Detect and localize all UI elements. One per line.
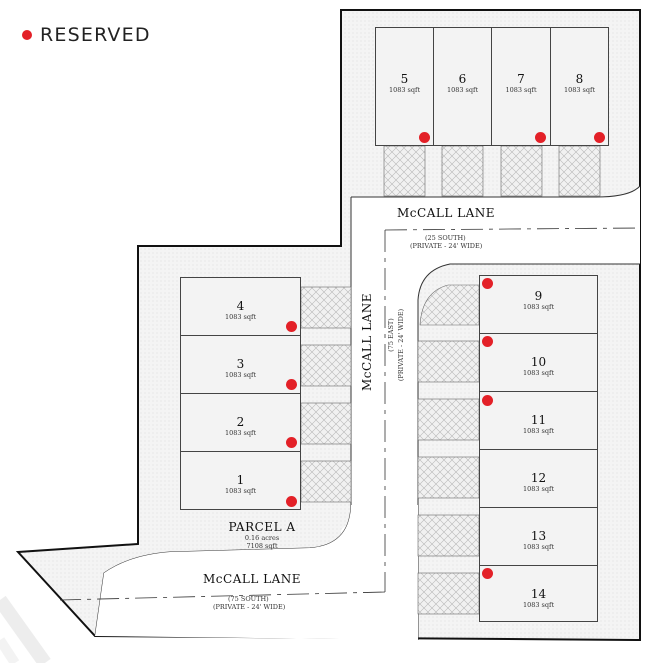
parking-pads [300, 145, 601, 615]
street-address-north: (25 SOUTH) [425, 234, 466, 242]
reserved-marker-lot-10 [482, 336, 493, 347]
lot-number: 4 [236, 299, 245, 313]
adjacent-road [0, 595, 51, 663]
lot-4[interactable]: 4 1083 sqft [180, 277, 301, 336]
lot-number: 14 [530, 587, 547, 601]
street-note-south: (PRIVATE - 24' WIDE) [213, 603, 286, 611]
lot-number: 13 [530, 529, 547, 543]
lot-number: 3 [236, 357, 245, 371]
street-name-south: McCALL LANE [203, 572, 302, 586]
lot-number: 11 [530, 413, 547, 427]
reserved-dot-icon [22, 30, 32, 40]
street-address-vertical: (75 EAST) [387, 318, 395, 352]
parcel-acres: 0.16 acres [244, 534, 280, 542]
lot-8[interactable]: 8 1083 sqft [550, 27, 609, 146]
lot-number: 6 [458, 72, 467, 86]
lot-12[interactable]: 12 1083 sqft [479, 449, 598, 508]
lot-area: 1083 sqft [224, 371, 257, 379]
reserved-marker-lot-11 [482, 395, 493, 406]
lot-area: 1083 sqft [224, 313, 257, 321]
reserved-marker-lot-7 [535, 132, 546, 143]
lot-area: 1083 sqft [522, 369, 555, 377]
lot-9[interactable]: 9 1083 sqft [479, 275, 598, 334]
lot-13[interactable]: 13 1083 sqft [479, 507, 598, 566]
road-south [95, 505, 418, 640]
lot-area: 1083 sqft [224, 487, 257, 495]
parcel-sqft: 7108 sqft [246, 542, 278, 550]
lot-number: 9 [534, 289, 543, 303]
street-note-vertical: (PRIVATE - 24' WIDE) [397, 308, 405, 382]
lot-3[interactable]: 3 1083 sqft [180, 335, 301, 394]
reserved-marker-lot-4 [286, 321, 297, 332]
lot-10[interactable]: 10 1083 sqft [479, 333, 598, 392]
lot-area: 1083 sqft [522, 543, 555, 551]
lot-area: 1083 sqft [388, 86, 421, 94]
parcel-name: PARCEL A [228, 520, 296, 534]
lot-1[interactable]: 1 1083 sqft [180, 451, 301, 510]
lot-number: 1 [236, 473, 245, 487]
lot-area: 1083 sqft [505, 86, 537, 94]
parcel-a: PARCEL A 0.16 acres 7108 sqft [222, 520, 302, 550]
lot-area: 1083 sqft [522, 485, 555, 493]
reserved-marker-lot-1 [286, 496, 297, 507]
street-note-north: (PRIVATE - 24' WIDE) [410, 242, 483, 250]
street-address-south: (75 SOUTH) [228, 595, 269, 603]
lot-14[interactable]: 14 1083 sqft [479, 565, 598, 622]
lot-area: 1083 sqft [522, 427, 555, 435]
street-name-north: McCALL LANE [397, 206, 496, 220]
lot-number: 7 [517, 72, 525, 86]
reserved-marker-lot-2 [286, 437, 297, 448]
lot-7[interactable]: 7 1083 sqft [491, 27, 551, 146]
lot-area: 1083 sqft [522, 601, 555, 609]
lot-number: 12 [530, 471, 547, 485]
lot-number: 2 [236, 415, 245, 429]
street-name-vertical: McCALL LANE [360, 292, 374, 391]
lot-number: 5 [400, 72, 409, 86]
lot-6[interactable]: 6 1083 sqft [433, 27, 492, 146]
lot-number: 8 [575, 72, 584, 86]
reserved-marker-lot-5 [419, 132, 430, 143]
lot-area: 1083 sqft [522, 303, 555, 311]
legend-label: RESERVED [40, 24, 151, 46]
lot-area: 1083 sqft [563, 86, 596, 94]
lot-area: 1083 sqft [446, 86, 479, 94]
legend: RESERVED [22, 24, 151, 46]
lot-number: 10 [530, 355, 547, 369]
reserved-marker-lot-3 [286, 379, 297, 390]
lot-11[interactable]: 11 1083 sqft [479, 391, 598, 450]
lot-5[interactable]: 5 1083 sqft [375, 27, 434, 146]
road-centerlines [59, 227, 641, 601]
reserved-marker-lot-9 [482, 278, 493, 289]
lot-area: 1083 sqft [224, 429, 257, 437]
lot-2[interactable]: 2 1083 sqft [180, 393, 301, 452]
reserved-marker-lot-8 [594, 132, 605, 143]
reserved-marker-lot-14 [482, 568, 493, 579]
